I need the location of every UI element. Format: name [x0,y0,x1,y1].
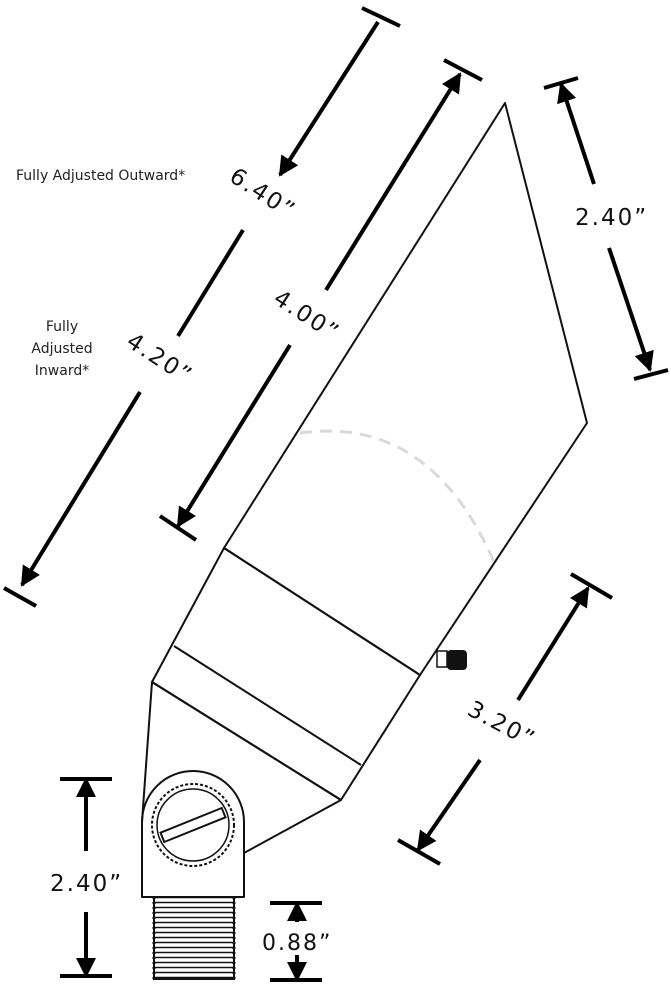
shroud-length-label: 4.00” [269,285,345,347]
inward-length-label: 4.20” [122,328,198,390]
dimension-mount: 2.40” [50,777,123,978]
lock-screw [436,650,467,670]
body-length-label: 3.20” [463,696,540,753]
body-band-1 [173,645,362,766]
tip-length-label: 2.40” [575,205,648,231]
thread-height-label: 0.88” [262,931,332,956]
dimension-tip: 2.40” [543,76,669,381]
beam-angle-arc [299,429,496,563]
outward-length-label: 6.40” [225,163,301,225]
knuckle-arm [141,681,342,854]
fully-adjusted-outward-note: Fully Adjusted Outward* [16,168,186,184]
threaded-stem [152,896,236,980]
body-sleeve [151,547,421,801]
fully-adjusted-inward-note: Fully Adjusted Inward* [31,319,93,379]
dimension-body: 3.20” [397,572,614,866]
dimension-thread: 0.88” [262,901,332,982]
dimension-shroud: 4.00” [158,58,483,542]
dimension-inward: 4.20” [3,328,198,608]
swivel-knuckle [141,770,245,898]
mount-height-label: 2.40” [50,871,123,897]
fixture-drawing [141,102,588,980]
body-band-2 [151,681,342,801]
dimension-outward: 6.40” [176,6,401,338]
